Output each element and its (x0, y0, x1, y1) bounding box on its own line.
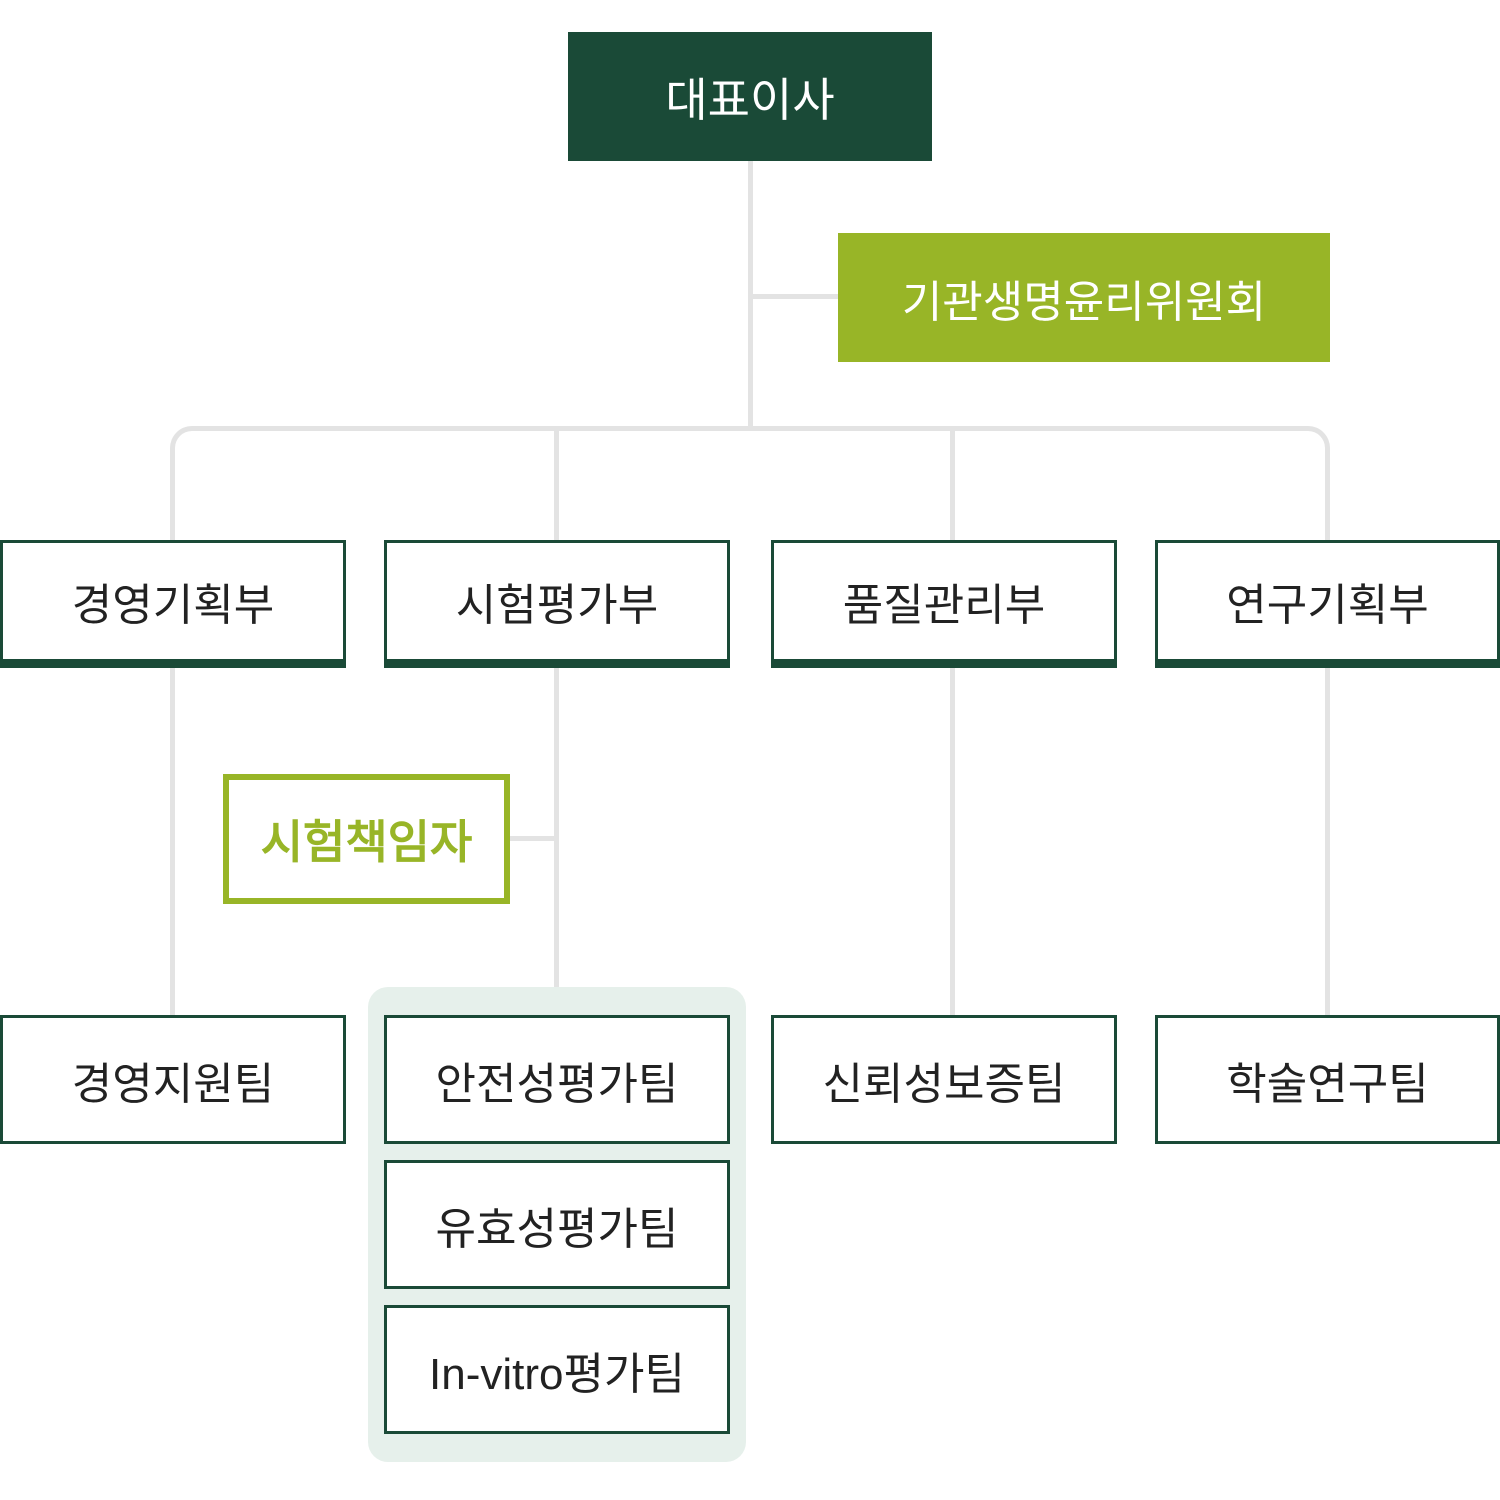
team-box-safety-evaluation: 안전성평가팀 (384, 1015, 730, 1144)
team-box-academic-research: 학술연구팀 (1155, 1015, 1500, 1144)
ceo-box: 대표이사 (568, 32, 932, 161)
dept3-connector-line (950, 428, 955, 543)
department-box-quality-control: 품질관리부 (771, 540, 1117, 668)
team-box-efficacy-evaluation: 유효성평가팀 (384, 1160, 730, 1289)
department-connector (170, 426, 1330, 546)
committee-connector-line (750, 294, 840, 299)
department-box-research-planning: 연구기획부 (1155, 540, 1500, 668)
team-box-reliability-assurance: 신뢰성보증팀 (771, 1015, 1117, 1144)
department-box-management-planning: 경영기획부 (0, 540, 346, 668)
dept4-team-line (1325, 665, 1330, 1017)
dept3-team-line (950, 665, 955, 1017)
test-director-box: 시험책임자 (223, 774, 510, 904)
dept2-connector-line (554, 428, 559, 543)
department-box-test-evaluation: 시험평가부 (384, 540, 730, 668)
dept2-team-line (554, 665, 559, 990)
director-connector-line (505, 836, 557, 841)
team-box-management-support: 경영지원팀 (0, 1015, 346, 1144)
dept1-team-line (170, 665, 175, 1017)
ethics-committee-box: 기관생명윤리위원회 (838, 233, 1330, 362)
team-box-invitro-evaluation: In-vitro평가팀 (384, 1305, 730, 1434)
